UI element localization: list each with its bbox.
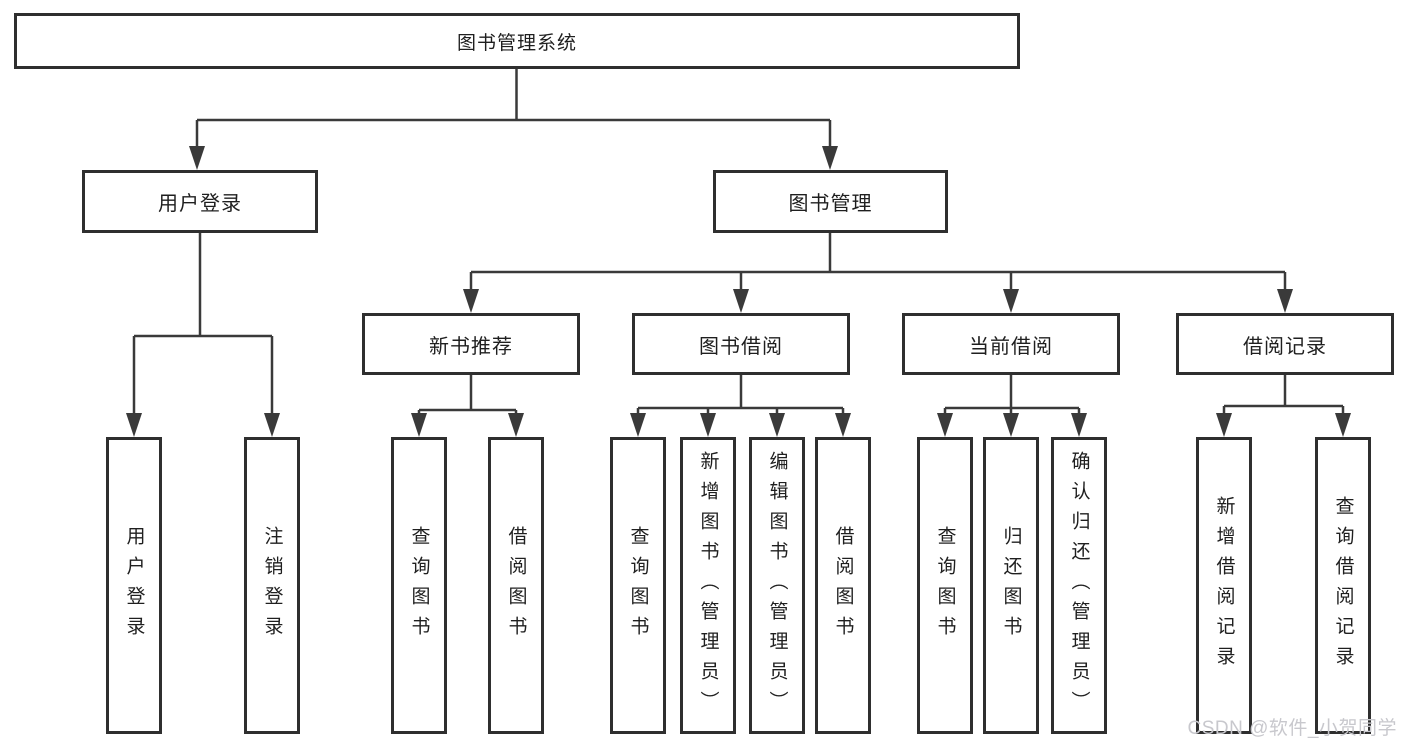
leaf-edit-book-admin: 编辑图书（管理员） xyxy=(749,437,805,734)
leaf-add-book-admin: 新增图书（管理员） xyxy=(680,437,736,734)
leaf-query-books-current-label: 查询图书 xyxy=(934,525,956,646)
leaf-return-book: 归还图书 xyxy=(983,437,1039,734)
leaf-add-borrow-record-label: 新增借阅记录 xyxy=(1213,495,1235,676)
leaf-user-login-label: 用户登录 xyxy=(123,525,145,646)
node-new-book-recommend: 新书推荐 xyxy=(362,313,580,375)
node-book-borrow: 图书借阅 xyxy=(632,313,850,375)
leaf-query-books-recommend-label: 查询图书 xyxy=(408,525,430,646)
leaf-query-books-current: 查询图书 xyxy=(917,437,973,734)
node-user-login: 用户登录 xyxy=(82,170,318,233)
leaf-user-login: 用户登录 xyxy=(106,437,162,734)
node-library-system: 图书管理系统 xyxy=(14,13,1020,69)
node-current-borrow: 当前借阅 xyxy=(902,313,1120,375)
node-borrow-records: 借阅记录 xyxy=(1176,313,1394,375)
leaf-borrow-books-recommend-label: 借阅图书 xyxy=(505,525,527,646)
leaf-edit-book-admin-label: 编辑图书（管理员） xyxy=(766,450,788,721)
leaf-query-books-borrow-label: 查询图书 xyxy=(627,525,649,646)
leaf-query-borrow-record-label: 查询借阅记录 xyxy=(1332,495,1354,676)
leaf-add-book-admin-label: 新增图书（管理员） xyxy=(697,450,719,721)
leaf-borrow-books-borrow: 借阅图书 xyxy=(815,437,871,734)
node-book-management: 图书管理 xyxy=(713,170,948,233)
leaf-logout: 注销登录 xyxy=(244,437,300,734)
leaf-return-book-label: 归还图书 xyxy=(1000,525,1022,646)
leaf-confirm-return-admin-label: 确认归还（管理员） xyxy=(1068,450,1090,721)
leaf-query-books-recommend: 查询图书 xyxy=(391,437,447,734)
leaf-add-borrow-record: 新增借阅记录 xyxy=(1196,437,1252,734)
leaf-borrow-books-recommend: 借阅图书 xyxy=(488,437,544,734)
leaf-confirm-return-admin: 确认归还（管理员） xyxy=(1051,437,1107,734)
leaf-borrow-books-borrow-label: 借阅图书 xyxy=(832,525,854,646)
leaf-query-borrow-record: 查询借阅记录 xyxy=(1315,437,1371,734)
leaf-logout-label: 注销登录 xyxy=(261,525,283,646)
leaf-query-books-borrow: 查询图书 xyxy=(610,437,666,734)
